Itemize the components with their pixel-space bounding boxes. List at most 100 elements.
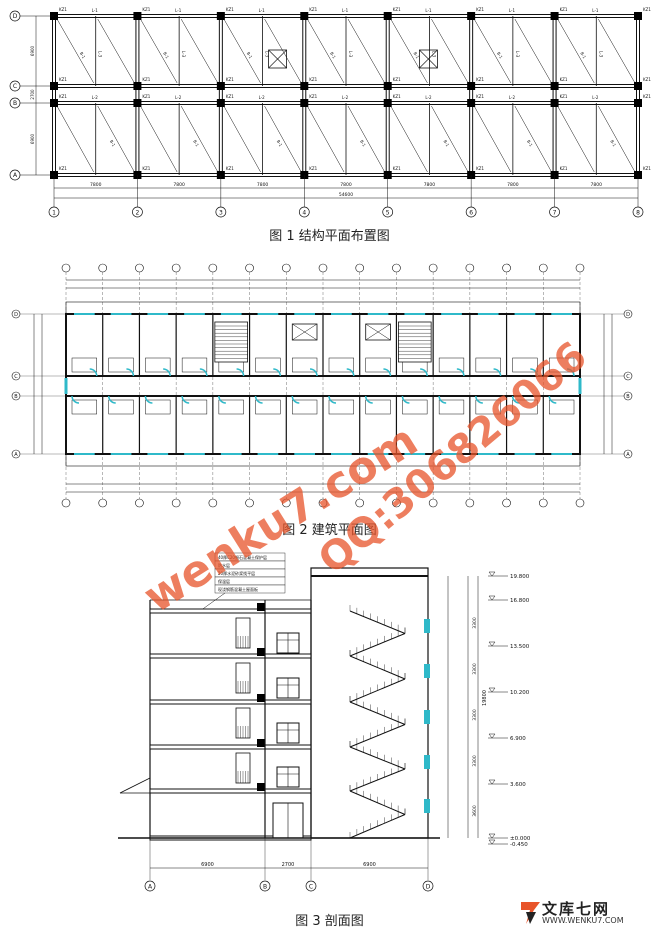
stair-window xyxy=(424,799,430,813)
beam-label: L-2 xyxy=(92,95,99,100)
slab-diagonal xyxy=(347,18,385,84)
elevation-mark xyxy=(488,833,496,839)
axis-bubble xyxy=(392,263,401,273)
column-label: KZ1 xyxy=(643,77,651,82)
logo-mark-icon xyxy=(521,902,540,924)
axis-bubble xyxy=(48,206,60,218)
bathroom xyxy=(145,357,171,373)
slab-diagonal xyxy=(598,18,636,84)
bathroom xyxy=(512,399,538,415)
axis-bubble xyxy=(465,263,475,273)
axis-bubble xyxy=(9,80,21,92)
column xyxy=(383,12,392,20)
slab-label: B-1 xyxy=(443,139,451,148)
beam-label: L-1 xyxy=(92,8,99,13)
stairwell xyxy=(214,321,248,363)
axis-letter: D xyxy=(14,312,18,318)
column-label: KZ1 xyxy=(560,77,568,82)
bay-dim: 7800 xyxy=(173,182,185,188)
column xyxy=(634,82,642,90)
axis-bubble xyxy=(575,498,585,508)
axis-bubble xyxy=(538,263,548,273)
axis-letter: A xyxy=(626,452,630,458)
slab-diagonal xyxy=(431,105,469,173)
slab-diagonal xyxy=(140,18,178,84)
bathroom xyxy=(328,399,354,415)
beam-label: L-3 xyxy=(181,51,186,58)
bathroom xyxy=(365,357,391,373)
beam-label: L-3 xyxy=(515,51,520,58)
beam-label: L-3 xyxy=(265,51,270,58)
bay-dim: 7800 xyxy=(340,182,352,188)
bay-dim: 7800 xyxy=(591,182,603,188)
slab-label: B-1 xyxy=(359,139,367,148)
axis-number: 6 xyxy=(469,209,473,216)
beam-label: L-2 xyxy=(175,95,182,100)
stair-window xyxy=(424,710,430,724)
axis-bubble xyxy=(208,263,218,273)
elevation-mark xyxy=(488,733,496,739)
slab-diagonal xyxy=(514,18,552,84)
axis-bubble xyxy=(318,263,328,273)
axis-bubble xyxy=(632,206,644,218)
beam-label: L-1 xyxy=(175,8,182,13)
logo-url: WWW.WENKU7.COM xyxy=(542,916,624,925)
column xyxy=(550,12,559,20)
slab-diagonal xyxy=(473,18,512,84)
slab-label: B-1 xyxy=(579,51,587,60)
axis-bubble xyxy=(215,206,227,218)
column-label: KZ1 xyxy=(393,166,401,171)
slab-diagonal xyxy=(431,18,469,84)
column xyxy=(216,82,225,90)
axis-bubble xyxy=(382,206,394,218)
axis-bubble xyxy=(171,263,181,273)
column-label: KZ1 xyxy=(476,77,484,82)
slab-label: B-1 xyxy=(109,139,117,148)
column-label: KZ1 xyxy=(393,77,401,82)
column xyxy=(467,82,476,90)
axis-bubble xyxy=(135,498,144,508)
bathroom xyxy=(181,399,208,415)
column-label: KZ1 xyxy=(643,166,651,171)
column-label: KZ1 xyxy=(476,166,484,171)
axis-bubble xyxy=(355,263,365,273)
beam-label: L-2 xyxy=(509,95,516,100)
column-label: KZ1 xyxy=(309,94,317,99)
slab-label: B-1 xyxy=(276,139,284,148)
stair-opening xyxy=(419,49,438,69)
axis-letter: B xyxy=(14,394,18,400)
door-swing xyxy=(548,395,557,404)
legend-text: 40厚C20细石混凝土保护层 xyxy=(218,554,267,560)
column-label: KZ1 xyxy=(142,7,150,12)
axis-letter: C xyxy=(626,374,630,380)
dim-text: 6900 xyxy=(30,45,35,56)
door-swing xyxy=(309,368,318,377)
elevator-cross xyxy=(292,323,318,341)
axis-bubble xyxy=(9,169,21,181)
column-label: KZ1 xyxy=(59,7,67,12)
site-logo: 文库七网 WWW.WENKU7.COM xyxy=(520,898,655,928)
door-swing xyxy=(144,395,153,404)
slab-diagonal xyxy=(264,105,302,173)
canopy xyxy=(119,777,151,794)
bottom-dim: 6900 xyxy=(363,862,376,868)
bay-dim: 7800 xyxy=(424,182,436,188)
slab-diagonal xyxy=(390,105,428,173)
axis-number: 8 xyxy=(636,209,640,216)
door-swing xyxy=(420,368,428,377)
legend-text: 现浇钢筋混凝土屋面板 xyxy=(218,586,258,592)
door-swing xyxy=(181,395,190,404)
door-swing xyxy=(511,395,520,404)
axis-bubble xyxy=(9,97,21,109)
axis-letter: A xyxy=(14,452,18,458)
legend-text: 保温层 xyxy=(218,578,230,584)
beam-label: L-1 xyxy=(342,8,349,13)
axis-bubble xyxy=(318,498,328,508)
structural-plan-caption: 图 1 结构平面布置图 xyxy=(269,229,390,244)
story-dim: 3300 xyxy=(472,617,478,629)
column-label: KZ1 xyxy=(142,77,150,82)
door-swing xyxy=(346,368,355,377)
slab-diagonal xyxy=(514,105,552,173)
total-height-dim: 19800 xyxy=(482,690,488,706)
